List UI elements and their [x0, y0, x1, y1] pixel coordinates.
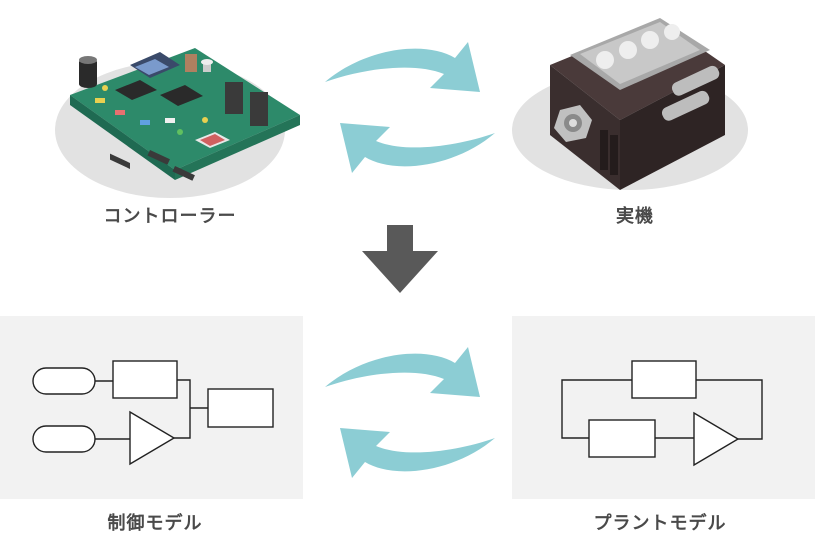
exchange-arrows-icon	[325, 42, 495, 173]
real-machine-label: 実機	[616, 206, 654, 227]
control-model-diagram	[32, 360, 274, 466]
exchange-arrows-bottom-icon	[325, 347, 495, 478]
control-model-label: 制御モデル	[107, 513, 203, 534]
controller-label: コントローラー	[103, 206, 237, 227]
plant-model-diagram	[561, 360, 763, 467]
engine-icon	[512, 18, 748, 190]
circuit-board-icon	[55, 48, 300, 198]
down-arrow-icon	[362, 225, 438, 293]
plant-model-label: プラントモデル	[593, 513, 727, 534]
